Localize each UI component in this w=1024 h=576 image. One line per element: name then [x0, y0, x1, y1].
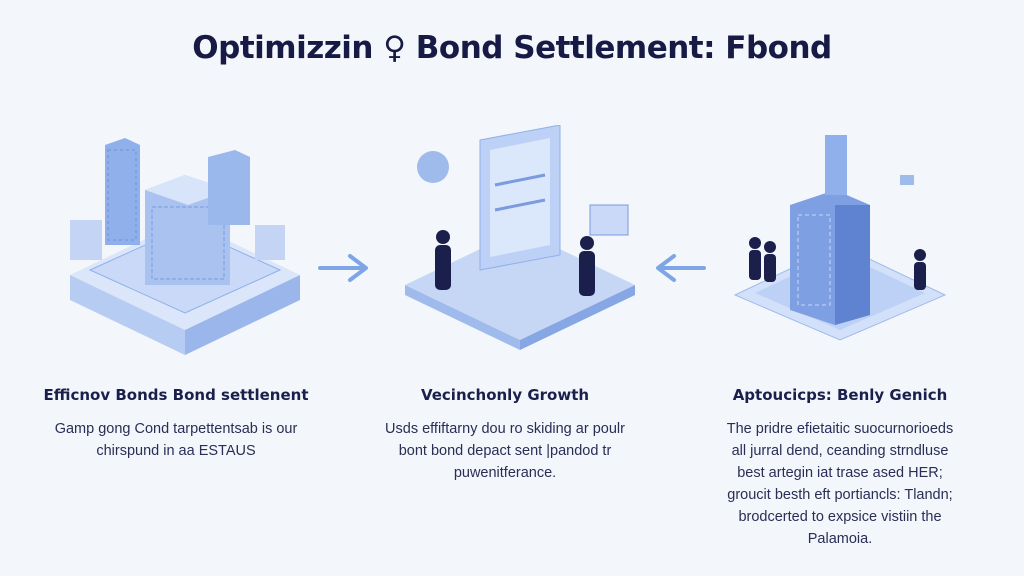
platform-illustration — [405, 125, 635, 350]
column-efficiency: Efficnov Bonds Bond settlenent Gamp gong… — [26, 386, 326, 462]
column-body: The pridre efietaitic suocurnorioeds all… — [726, 421, 954, 547]
person-icon — [764, 241, 776, 282]
person-icon — [749, 237, 761, 280]
column-body: Gamp gong Cond tarpettentsab is our chir… — [54, 421, 298, 459]
column-benefits: Aptoucicps: Benly Genich The pridre efie… — [690, 386, 990, 550]
arrow-left-icon — [656, 254, 706, 282]
column-heading: Aptoucicps: Benly Genich — [732, 386, 948, 404]
person-icon — [914, 249, 926, 290]
column-heading: Vecinchonly Growth — [420, 386, 590, 404]
tower-left — [105, 138, 140, 245]
column-heading: Efficnov Bonds Bond settlenent — [43, 386, 309, 404]
city-block-illustration — [70, 138, 300, 355]
person-icon — [435, 230, 451, 290]
column-body: Usds effiftarny dou ro skiding ar poulr … — [385, 421, 625, 481]
column-growth: Vecinchonly Growth Usds effiftarny dou r… — [355, 386, 655, 484]
page-title: Optimizzin ♀ Bond Settlement: Fbond — [192, 30, 832, 66]
person-icon — [579, 236, 595, 296]
arrow-right-icon — [318, 254, 368, 282]
skyscraper-illustration — [733, 135, 947, 341]
tower — [790, 135, 870, 325]
